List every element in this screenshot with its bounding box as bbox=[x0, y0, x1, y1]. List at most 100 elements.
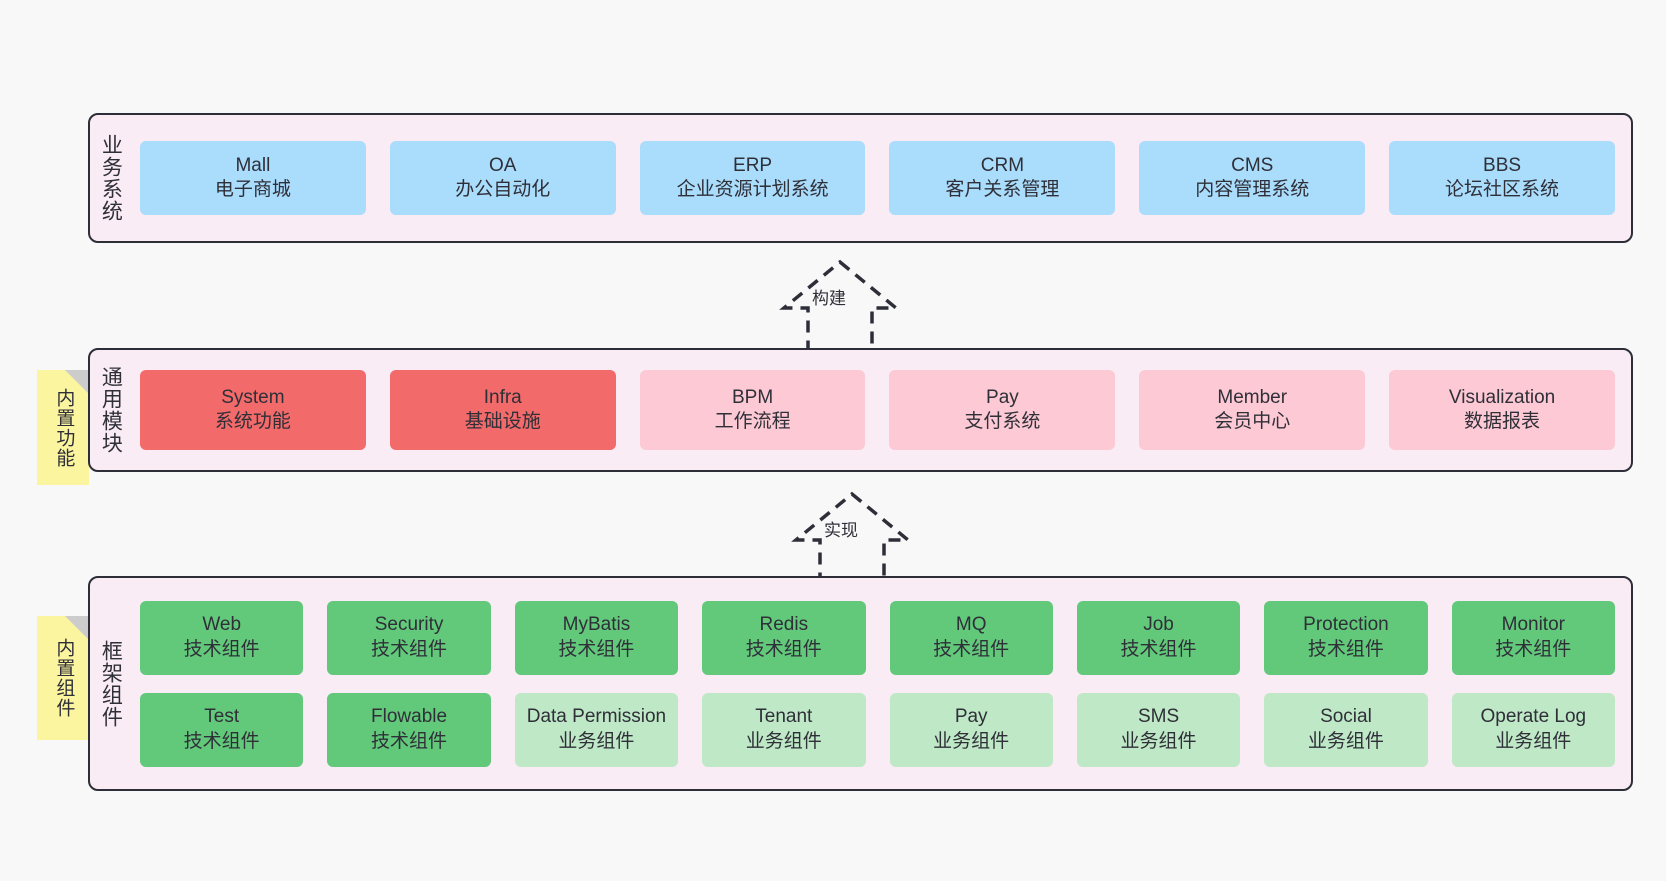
card-subtitle: 业务组件 bbox=[558, 730, 635, 752]
note-fold-icon bbox=[65, 616, 89, 640]
card-subtitle: 技术组件 bbox=[183, 638, 260, 660]
card-subtitle: 业务组件 bbox=[1495, 730, 1572, 752]
card-title: Protection bbox=[1303, 614, 1389, 636]
card-subtitle: 业务组件 bbox=[1120, 730, 1197, 752]
note-fold-icon bbox=[65, 370, 89, 394]
card-title: Flowable bbox=[371, 706, 448, 728]
component-card-operate-log[interactable]: Operate Log 业务组件 bbox=[1451, 692, 1615, 767]
component-card-tenant[interactable]: Tenant 业务组件 bbox=[702, 692, 866, 767]
card-title: OA bbox=[489, 154, 517, 176]
layer-body-business-system: Mall 电子商城 OA 办公自动化 ERP 企业资源计划系统 CRM 客户关系… bbox=[130, 115, 1631, 241]
card-subtitle: 技术组件 bbox=[1307, 638, 1384, 660]
module-card-member[interactable]: Member 会员中心 bbox=[1139, 370, 1366, 450]
card-subtitle: 技术组件 bbox=[933, 638, 1010, 660]
card-title: MyBatis bbox=[562, 614, 631, 636]
card-row: Web 技术组件 Security 技术组件 MyBatis 技术组件 Redi… bbox=[140, 600, 1615, 675]
component-card-job[interactable]: Job 技术组件 bbox=[1076, 600, 1241, 675]
layer-framework-component: 框架组件 Web 技术组件 Security 技术组件 MyBatis 技术组件… bbox=[88, 576, 1633, 791]
card-subtitle: 工作流程 bbox=[714, 411, 791, 432]
card-subtitle: 内容管理系统 bbox=[1195, 179, 1310, 200]
card-row: System 系统功能 Infra 基础设施 BPM 工作流程 Pay 支付系统… bbox=[140, 370, 1615, 450]
module-card-bbs[interactable]: BBS 论坛社区系统 bbox=[1389, 141, 1615, 215]
module-card-crm[interactable]: CRM 客户关系管理 bbox=[889, 141, 1116, 215]
card-title: MQ bbox=[955, 614, 987, 636]
card-title: Social bbox=[1320, 706, 1372, 728]
card-title: Data Permission bbox=[526, 706, 667, 728]
card-subtitle: 系统功能 bbox=[214, 411, 291, 432]
card-title: Pay bbox=[986, 386, 1019, 408]
module-card-mall[interactable]: Mall 电子商城 bbox=[140, 141, 366, 215]
component-card-flowable[interactable]: Flowable 技术组件 bbox=[327, 692, 491, 767]
card-subtitle: 技术组件 bbox=[1495, 638, 1572, 660]
module-card-erp[interactable]: ERP 企业资源计划系统 bbox=[639, 141, 866, 215]
component-card-mybatis[interactable]: MyBatis 技术组件 bbox=[514, 600, 679, 675]
card-subtitle: 技术组件 bbox=[558, 638, 635, 660]
sticky-note-builtin-features: 内置功能 bbox=[37, 370, 89, 485]
sticky-note-builtin-components: 内置组件 bbox=[37, 616, 89, 740]
card-title: Member bbox=[1217, 386, 1288, 408]
card-subtitle: 电子商城 bbox=[214, 179, 291, 200]
card-title: Redis bbox=[759, 614, 809, 636]
module-card-pay[interactable]: Pay 支付系统 bbox=[889, 370, 1116, 450]
generalization-arrow-implement: 实现 bbox=[772, 490, 932, 585]
card-subtitle: 客户关系管理 bbox=[945, 179, 1060, 200]
card-title: Pay bbox=[954, 706, 988, 728]
card-subtitle: 基础设施 bbox=[464, 411, 541, 432]
layer-title-common-module: 通用模块 bbox=[99, 366, 123, 454]
arrow-label-implement: 实现 bbox=[824, 521, 858, 540]
card-title: Test bbox=[204, 706, 240, 728]
component-card-data-permission[interactable]: Data Permission 业务组件 bbox=[514, 692, 679, 767]
component-card-web[interactable]: Web 技术组件 bbox=[140, 600, 304, 675]
card-title: ERP bbox=[733, 154, 773, 176]
component-card-mq[interactable]: MQ 技术组件 bbox=[889, 600, 1053, 675]
component-card-security[interactable]: Security 技术组件 bbox=[327, 600, 491, 675]
module-card-system[interactable]: System 系统功能 bbox=[140, 370, 366, 450]
layer-body-common-module: System 系统功能 Infra 基础设施 BPM 工作流程 Pay 支付系统… bbox=[130, 350, 1631, 470]
card-title: CRM bbox=[980, 154, 1025, 176]
card-title: BBS bbox=[1483, 154, 1522, 176]
module-card-infra[interactable]: Infra 基础设施 bbox=[389, 370, 616, 450]
card-subtitle: 论坛社区系统 bbox=[1445, 179, 1560, 200]
card-title: Tenant bbox=[755, 706, 813, 728]
card-row: Test 技术组件 Flowable 技术组件 Data Permission … bbox=[140, 692, 1615, 767]
card-row: Mall 电子商城 OA 办公自动化 ERP 企业资源计划系统 CRM 客户关系… bbox=[140, 141, 1615, 215]
component-card-protection[interactable]: Protection 技术组件 bbox=[1264, 600, 1428, 675]
card-title: Job bbox=[1143, 614, 1174, 636]
layer-body-framework-component: Web 技术组件 Security 技术组件 MyBatis 技术组件 Redi… bbox=[130, 578, 1631, 789]
layer-title-business-system: 业务系统 bbox=[99, 134, 123, 222]
card-title: Operate Log bbox=[1480, 706, 1587, 728]
component-card-pay[interactable]: Pay 业务组件 bbox=[889, 692, 1053, 767]
arrow-label-build: 构建 bbox=[812, 289, 846, 308]
generalization-arrow-build: 构建 bbox=[760, 258, 920, 353]
card-title: Mall bbox=[235, 154, 271, 176]
card-subtitle: 办公自动化 bbox=[455, 179, 551, 200]
card-subtitle: 业务组件 bbox=[1307, 730, 1384, 752]
layer-business-system: 业务系统 Mall 电子商城 OA 办公自动化 ERP 企业资源计划系统 CRM… bbox=[88, 113, 1633, 243]
card-title: Visualization bbox=[1448, 386, 1556, 408]
card-title: Web bbox=[202, 614, 242, 636]
layer-common-module: 通用模块 System 系统功能 Infra 基础设施 BPM 工作流程 Pay… bbox=[88, 348, 1633, 472]
component-card-monitor[interactable]: Monitor 技术组件 bbox=[1451, 600, 1615, 675]
module-card-cms[interactable]: CMS 内容管理系统 bbox=[1139, 141, 1366, 215]
card-subtitle: 企业资源计划系统 bbox=[676, 179, 829, 200]
card-subtitle: 支付系统 bbox=[964, 411, 1041, 432]
card-subtitle: 业务组件 bbox=[933, 730, 1010, 752]
card-title: SMS bbox=[1137, 706, 1180, 728]
card-title: Security bbox=[374, 614, 444, 636]
component-card-sms[interactable]: SMS 业务组件 bbox=[1076, 692, 1241, 767]
module-card-bpm[interactable]: BPM 工作流程 bbox=[639, 370, 866, 450]
sticky-note-label: 内置组件 bbox=[53, 638, 75, 718]
module-card-oa[interactable]: OA 办公自动化 bbox=[389, 141, 616, 215]
card-subtitle: 数据报表 bbox=[1464, 411, 1541, 432]
module-card-visualization[interactable]: Visualization 数据报表 bbox=[1389, 370, 1615, 450]
card-subtitle: 技术组件 bbox=[371, 638, 448, 660]
card-title: BPM bbox=[731, 386, 774, 408]
card-title: CMS bbox=[1231, 154, 1274, 176]
card-title: Infra bbox=[483, 386, 522, 408]
card-title: System bbox=[221, 386, 285, 408]
layer-title-framework-component: 框架组件 bbox=[99, 639, 123, 728]
component-card-social[interactable]: Social 业务组件 bbox=[1264, 692, 1428, 767]
component-card-test[interactable]: Test 技术组件 bbox=[140, 692, 304, 767]
component-card-redis[interactable]: Redis 技术组件 bbox=[702, 600, 866, 675]
